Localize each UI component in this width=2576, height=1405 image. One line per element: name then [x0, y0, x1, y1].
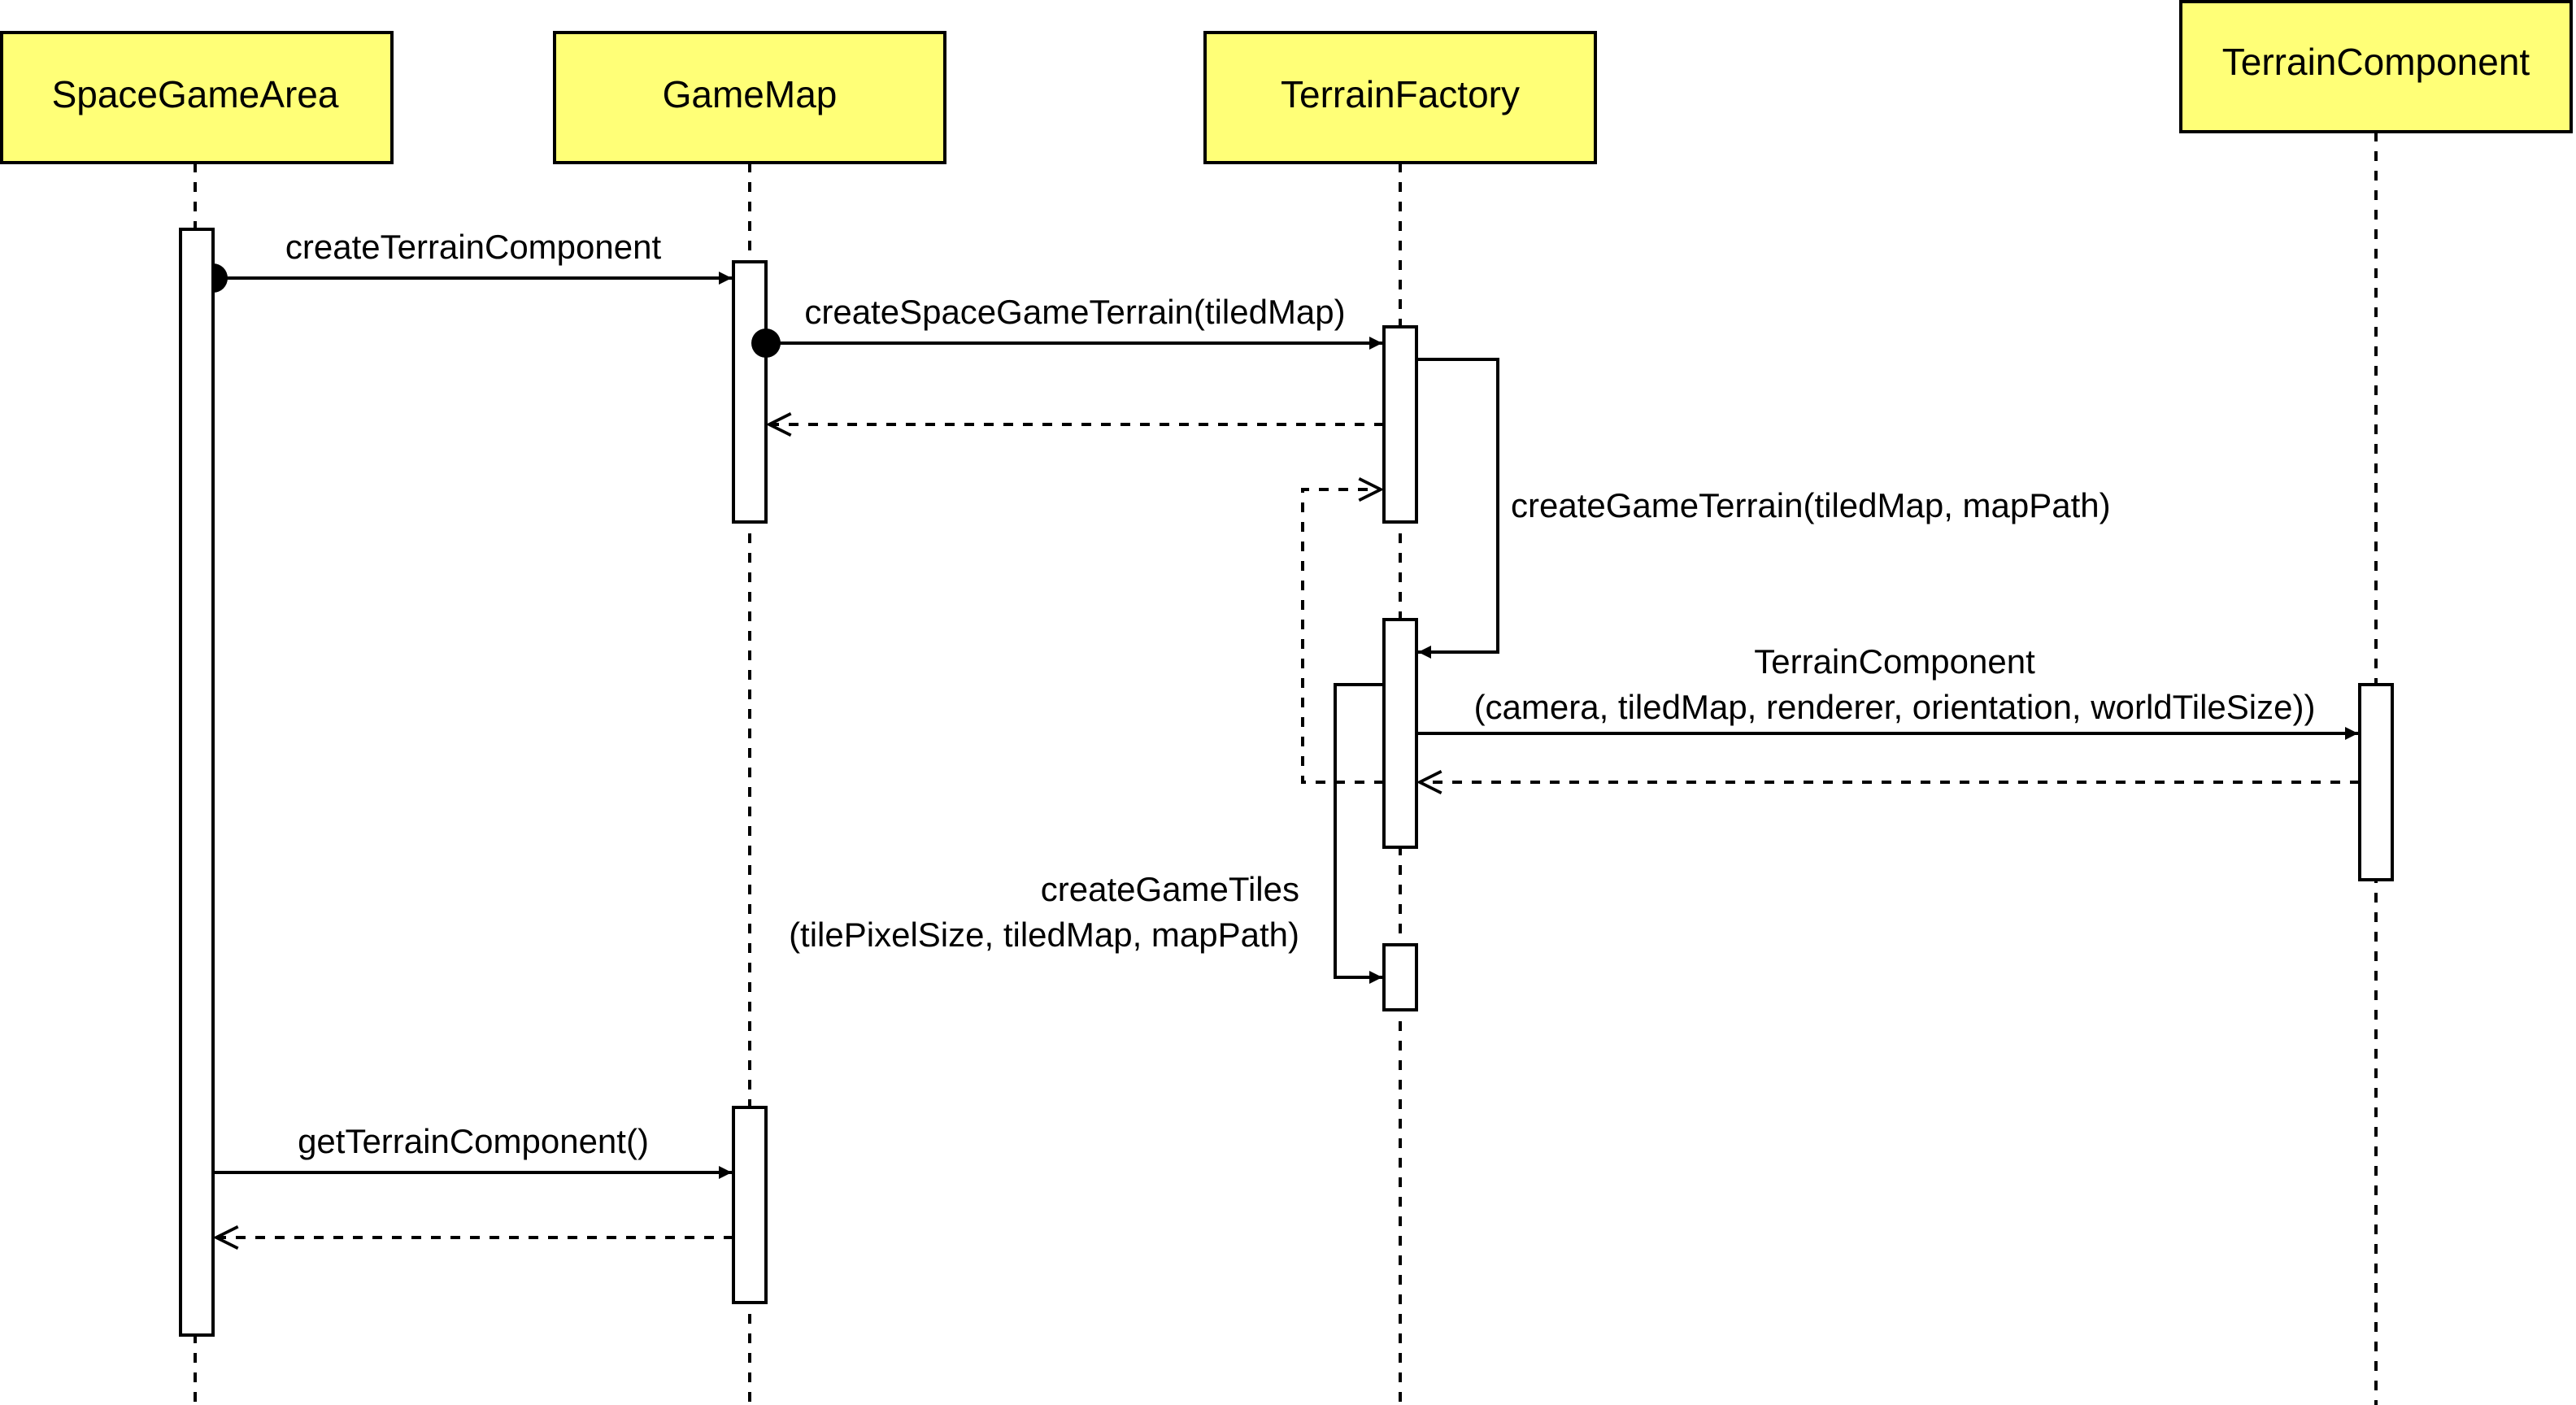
participant-terrain-component: TerrainComponent: [2179, 0, 2573, 133]
self-call-create-game-tiles-label: createGameTiles (tilePixelSize, tiledMap…: [789, 870, 1299, 954]
message-label-line2: (camera, tiledMap, renderer, orientation…: [1474, 688, 2316, 726]
message-label-line2: (tilePixelSize, tiledMap, mapPath): [789, 916, 1299, 954]
message-create-terrain-component: createTerrainComponent: [213, 228, 732, 293]
message-label: createSpaceGameTerrain(tiledMap): [804, 293, 1345, 331]
activation-bar-terrain-factory-tiles: [1382, 943, 1418, 1011]
activation-bar-terrain-factory-nested: [1382, 618, 1418, 849]
activation-bar-game-map-get: [732, 1106, 768, 1304]
activation-bar-game-map: [732, 260, 768, 524]
message-label: createGameTerrain(tiledMap, mapPath): [1511, 486, 2111, 524]
self-call-create-game-terrain: createGameTerrain(tiledMap, mapPath): [1416, 358, 2111, 659]
activation-bar-space-game-area: [179, 228, 215, 1337]
found-message-dot: [213, 263, 228, 293]
participant-label: GameMap: [663, 73, 838, 115]
message-label: getTerrainComponent(): [298, 1122, 649, 1160]
participant-label: TerrainComponent: [2222, 41, 2530, 83]
self-call-create-game-tiles-arrow: [1334, 683, 1384, 984]
participant-label: SpaceGameArea: [52, 73, 339, 115]
message-create-space-game-terrain: createSpaceGameTerrain(tiledMap): [751, 293, 1382, 358]
message-label-line1: createGameTiles: [1041, 870, 1299, 908]
message-label: createTerrainComponent: [285, 228, 662, 266]
activation-bar-terrain-component: [2358, 683, 2394, 881]
message-terrain-component-constructor: TerrainComponent (camera, tiledMap, rend…: [1416, 642, 2358, 740]
participant-game-map: GameMap: [553, 31, 946, 164]
return-arrow-create-game-terrain: [1301, 489, 1384, 784]
message-get-terrain-component: getTerrainComponent(): [213, 1122, 732, 1179]
activation-bar-terrain-factory: [1382, 325, 1418, 524]
participant-space-game-area: SpaceGameArea: [0, 31, 394, 164]
participant-terrain-factory: TerrainFactory: [1203, 31, 1597, 164]
message-label-line1: TerrainComponent: [1754, 642, 2035, 681]
found-message-dot: [751, 328, 781, 358]
participant-label: TerrainFactory: [1281, 73, 1520, 115]
